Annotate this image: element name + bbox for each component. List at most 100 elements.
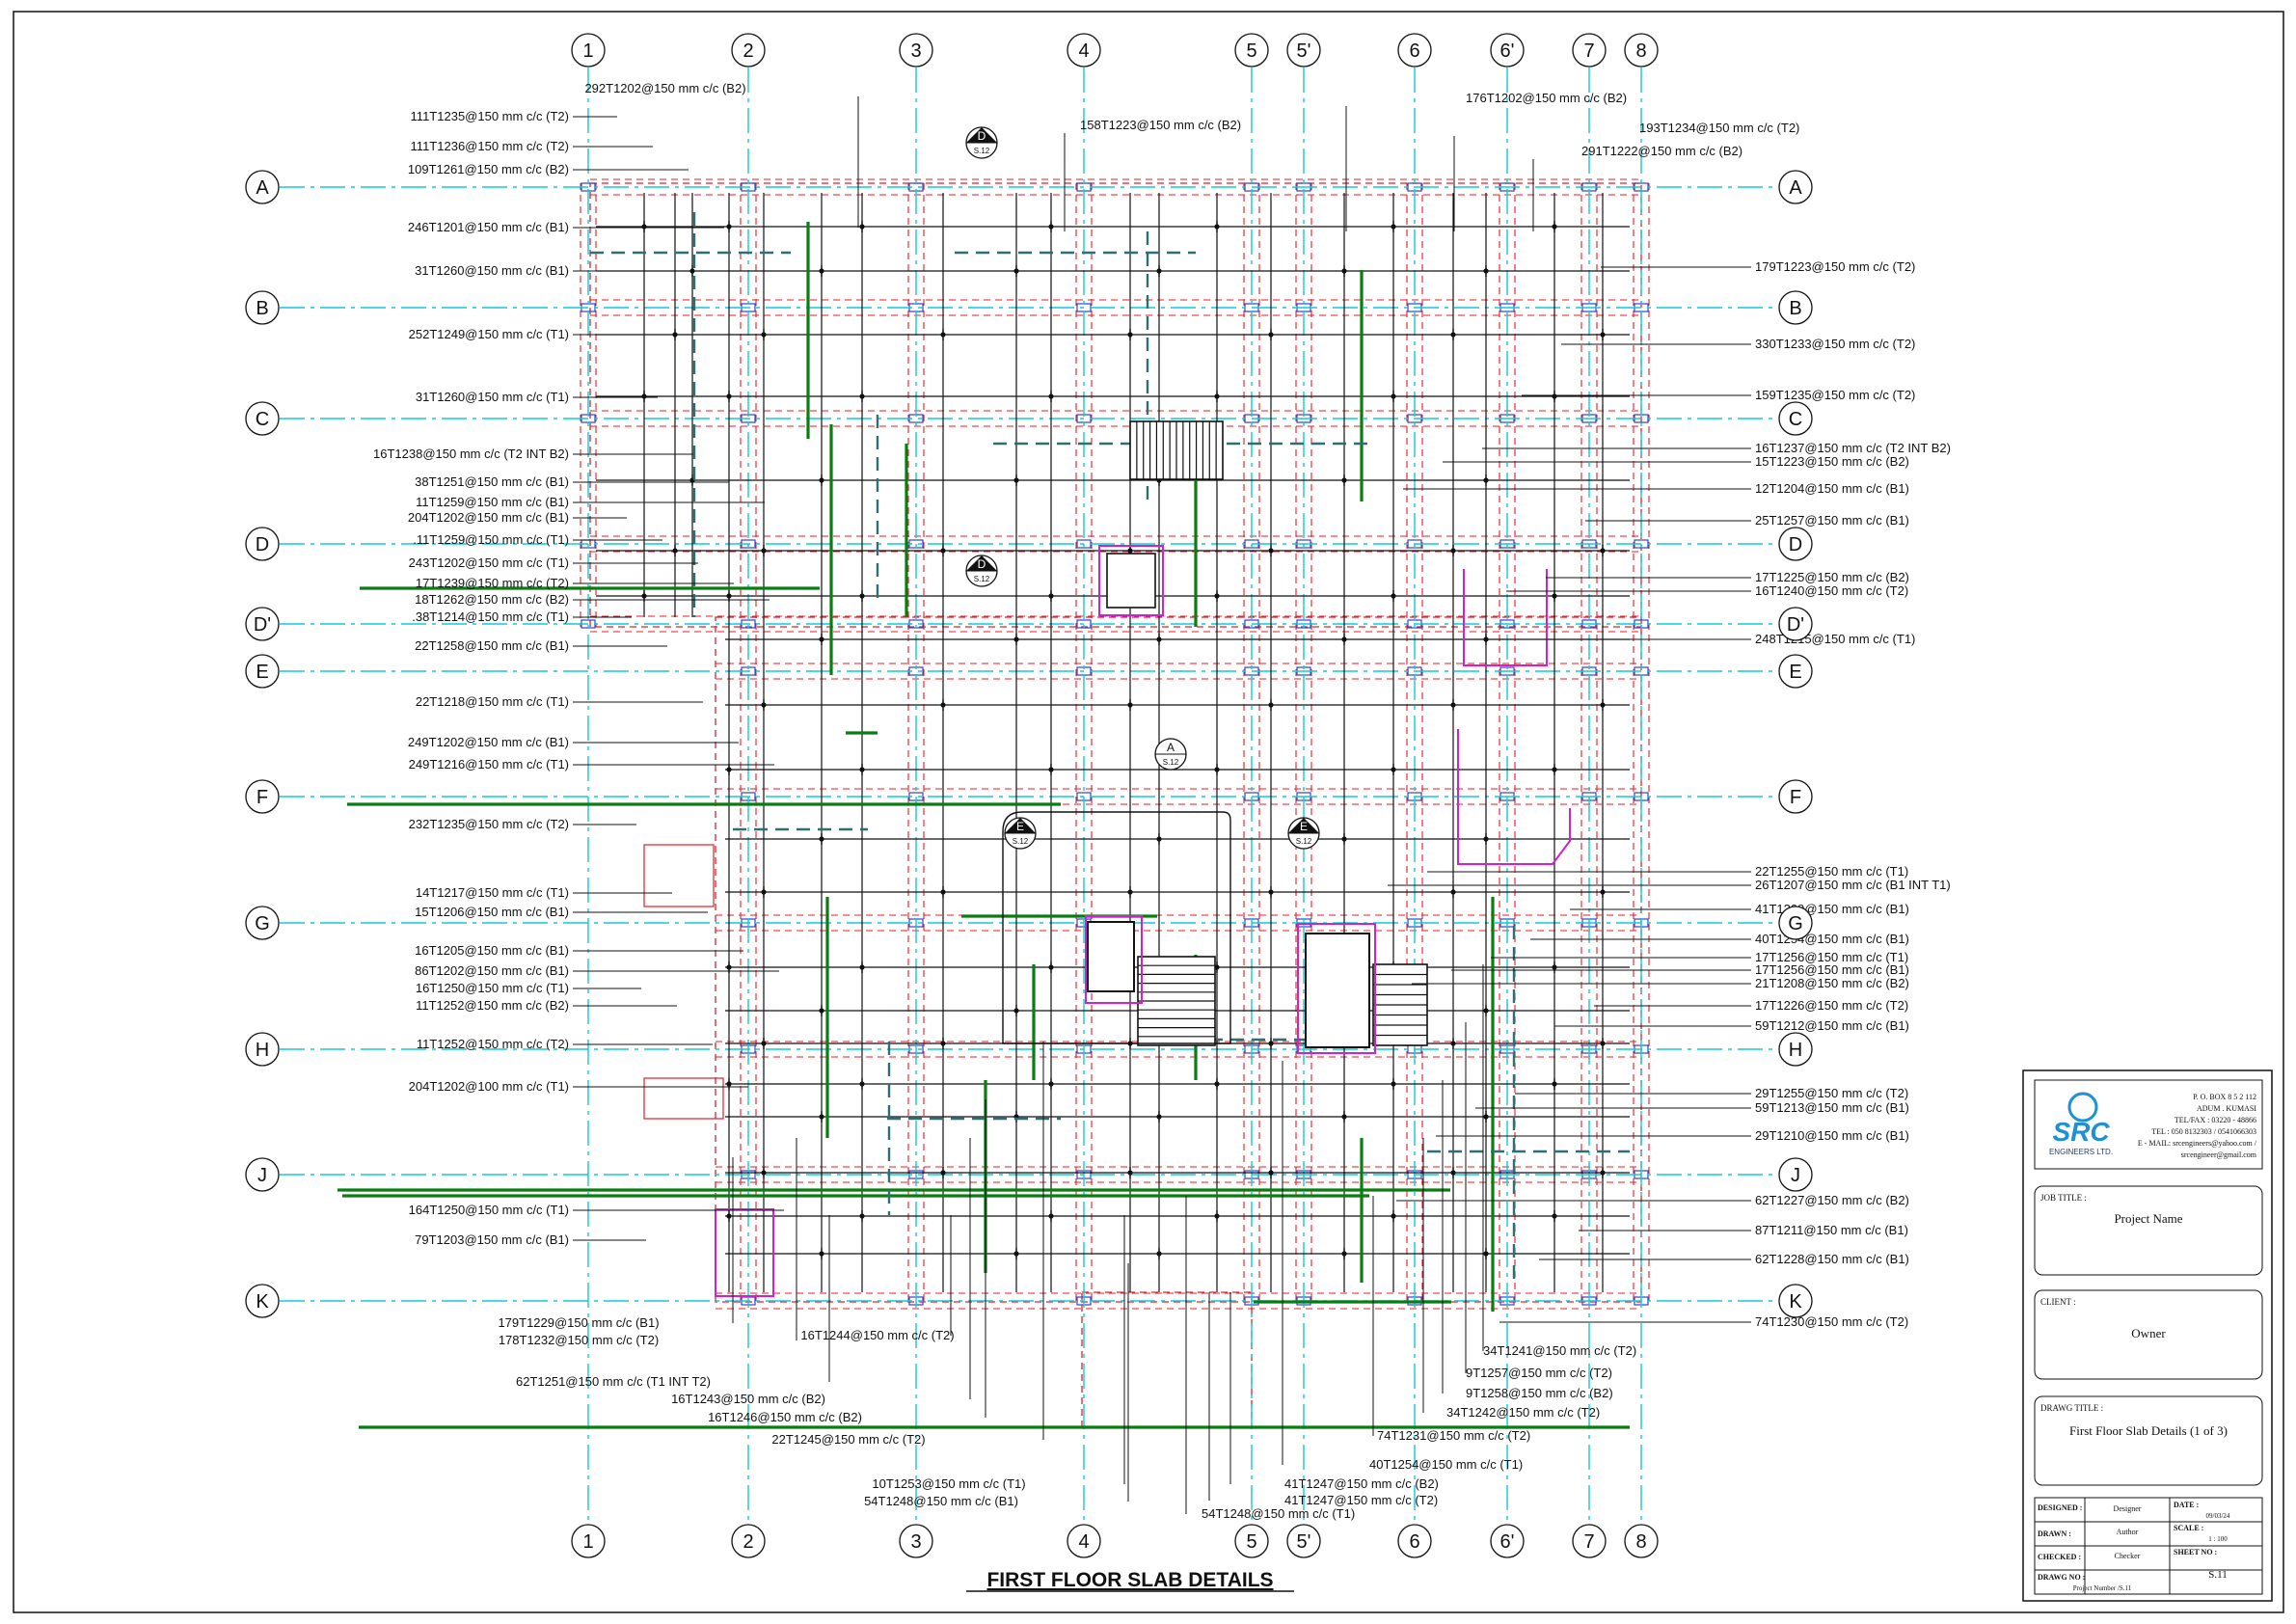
client-value: Owner <box>2131 1326 2166 1340</box>
grid-bubble-row-3-right: D <box>1778 527 1813 561</box>
grid-bubble-col-8-top: 7 <box>1572 33 1607 68</box>
rebar-dot <box>1048 767 1054 772</box>
svg-text:.11T1259@150 mm c/c (T1): .11T1259@150 mm c/c (T1) <box>413 532 569 547</box>
rebar-label-right-23: 87T1211@150 mm c/c (B1) <box>1579 1223 1908 1237</box>
rebar-label-left-1: 111T1236@150 mm c/c (T2) <box>411 139 653 153</box>
rebar-label-right-21: 29T1210@150 mm c/c (B1) <box>1436 1128 1909 1143</box>
rebar-dot <box>672 332 678 338</box>
rebar-dot <box>1214 393 1220 399</box>
svg-text:J: J <box>257 1165 267 1186</box>
rebar-dot <box>940 1170 946 1176</box>
rebar-dot <box>1341 1114 1347 1120</box>
svg-text:22T1218@150 mm c/c (T1): 22T1218@150 mm c/c (T1) <box>416 694 569 709</box>
grid-bubble-row-4-left: D' <box>245 607 280 641</box>
rebar-dot <box>761 332 767 338</box>
rebar-dot <box>726 224 732 230</box>
opening-core <box>1106 553 1156 609</box>
rebar-dot <box>1156 836 1162 842</box>
section-mark-3: ES.12 <box>1004 817 1037 850</box>
svg-text:34T1241@150 mm c/c (T2): 34T1241@150 mm c/c (T2) <box>1483 1343 1636 1358</box>
rebar-label-right-8: 16T1240@150 mm c/c (T2) <box>1506 583 1908 598</box>
rebar-dot <box>1341 268 1347 274</box>
svg-text:249T1216@150 mm c/c (T1): 249T1216@150 mm c/c (T1) <box>409 757 569 771</box>
rebar-label-bottom-4: 16T1243@150 mm c/c (B2) <box>671 1138 971 1406</box>
svg-text:29T1210@150 mm c/c (B1): 29T1210@150 mm c/c (B1) <box>1755 1128 1909 1143</box>
svg-text:H: H <box>256 1040 269 1061</box>
grid-bubble-row-1-left: B <box>245 290 280 325</box>
svg-text:D: D <box>1789 534 1802 555</box>
signature-table: DESIGNED : Designer DRAWN : Author CHECK… <box>2034 1497 2263 1595</box>
grid-bubble-row-3-left: D <box>245 527 280 561</box>
grid-bubble-row-0-left: A <box>245 170 280 204</box>
rebar-label-bottom-6: 22T1245@150 mm c/c (T2) <box>771 1042 1044 1447</box>
svg-text:17T1239@150 mm c/c (T2): 17T1239@150 mm c/c (T2) <box>416 576 569 590</box>
magenta-outline-right <box>1297 923 1376 1054</box>
rebar-dot <box>1552 767 1557 772</box>
svg-text:E: E <box>1016 820 1024 833</box>
svg-text:204T1202@100 mm c/c (T1): 204T1202@100 mm c/c (T1) <box>409 1079 569 1094</box>
rebar-dot <box>726 593 732 599</box>
rebar-dot <box>859 1081 865 1087</box>
svg-text:38T1251@150 mm c/c (B1): 38T1251@150 mm c/c (B1) <box>415 474 569 489</box>
svg-text:34T1242@150 mm c/c (T2): 34T1242@150 mm c/c (T2) <box>1446 1405 1600 1420</box>
rebar-dot <box>1156 636 1162 642</box>
grid-bubble-row-8-left: H <box>245 1032 280 1067</box>
rebar-dot <box>1483 836 1489 842</box>
rebar-dot <box>859 593 865 599</box>
rebar-label-left-3: 246T1201@150 mm c/c (B1) <box>408 220 724 234</box>
rebar-label-left-24: 86T1202@150 mm c/c (B1) <box>415 963 779 978</box>
grid-bubble-col-3-bottom: 4 <box>1067 1524 1101 1558</box>
grid-bubble-col-8-bottom: 7 <box>1572 1524 1607 1558</box>
rebar-label-top-1: 158T1223@150 mm c/c (B2) <box>1064 118 1241 231</box>
grid-bubble-col-1-top: 2 <box>731 33 766 68</box>
grid-bubble-row-1-right: B <box>1778 290 1813 325</box>
rebar-dot <box>1600 889 1606 895</box>
stair-upper <box>1129 420 1224 480</box>
svg-text:J: J <box>1791 1165 1800 1186</box>
rebar-dot <box>1268 889 1274 895</box>
rebar-label-right-24: 62T1228@150 mm c/c (B1) <box>1539 1252 1909 1266</box>
stair-left <box>1137 956 1216 1046</box>
date-label: DATE : <box>2174 1501 2199 1509</box>
drawing-title-label: DRAWG TITLE : <box>2040 1403 2103 1413</box>
magenta-outline-d <box>1463 569 1548 666</box>
rebar-dot <box>1127 889 1133 895</box>
rebar-label-left-18: 249T1202@150 mm c/c (B1) <box>408 735 739 749</box>
svg-text:17T1256@150 mm c/c (T1): 17T1256@150 mm c/c (T1) <box>1755 950 1908 964</box>
svg-text:248T1215@150 mm c/c (T1): 248T1215@150 mm c/c (T1) <box>1755 632 1915 646</box>
rebar-dot <box>1450 702 1456 708</box>
section-mark-2: AS.12 <box>1154 738 1187 771</box>
svg-text:5': 5' <box>1297 1531 1311 1553</box>
magenta-outline-left <box>1085 915 1143 1004</box>
rebar-label-left-9: 11T1259@150 mm c/c (B1) <box>416 495 765 509</box>
rebar-label-right-11: 26T1207@150 mm c/c (B1 INT T1) <box>1388 878 1951 892</box>
magenta-outline-j <box>715 1208 774 1297</box>
grid-bubble-col-6-top: 6 <box>1397 33 1432 68</box>
svg-text:F: F <box>1790 787 1801 808</box>
rebar-dot <box>1552 224 1557 230</box>
rebar-label-right-25: 74T1230@150 mm c/c (T2) <box>1499 1314 1908 1329</box>
rebar-dot <box>726 1081 732 1087</box>
rebar-label-bottom-7: 10T1253@150 mm c/c (T1) <box>872 1215 1125 1491</box>
rebar-label-left-12: 243T1202@150 mm c/c (T1) <box>409 555 698 570</box>
company-address-line-1: ADUM . KUMASI <box>2197 1104 2256 1113</box>
rebar-dot <box>761 1041 767 1046</box>
rebar-dot <box>1450 1170 1456 1176</box>
company-logo-sub: ENGINEERS LTD. <box>2049 1148 2113 1156</box>
title-block-frame <box>2022 1069 2273 1602</box>
section-mark-1: DS.12 <box>965 555 998 587</box>
svg-text:S.12: S.12 <box>974 575 990 583</box>
rebar-label-right-6: 25T1257@150 mm c/c (B1) <box>1585 513 1909 528</box>
svg-text:11T1259@150 mm c/c (B1): 11T1259@150 mm c/c (B1) <box>416 495 569 509</box>
svg-text:159T1235@150 mm c/c (T2): 159T1235@150 mm c/c (T2) <box>1755 388 1915 402</box>
rebar-dot <box>859 393 865 399</box>
svg-text:C: C <box>1789 409 1802 430</box>
svg-text:41T1247@150 mm c/c (B2): 41T1247@150 mm c/c (B2) <box>1284 1476 1439 1491</box>
drawing-no-label: DRAWG NO : <box>2038 1573 2085 1582</box>
svg-text:G: G <box>1788 913 1803 934</box>
rebar-dot <box>1127 332 1133 338</box>
rebar-label-right-0: 179T1223@150 mm c/c (T2) <box>1601 259 1915 274</box>
rebar-dot <box>641 224 647 230</box>
rebar-dot <box>940 548 946 554</box>
svg-text:26T1207@150 mm c/c (B1 INT T1): 26T1207@150 mm c/c (B1 INT T1) <box>1755 878 1951 892</box>
